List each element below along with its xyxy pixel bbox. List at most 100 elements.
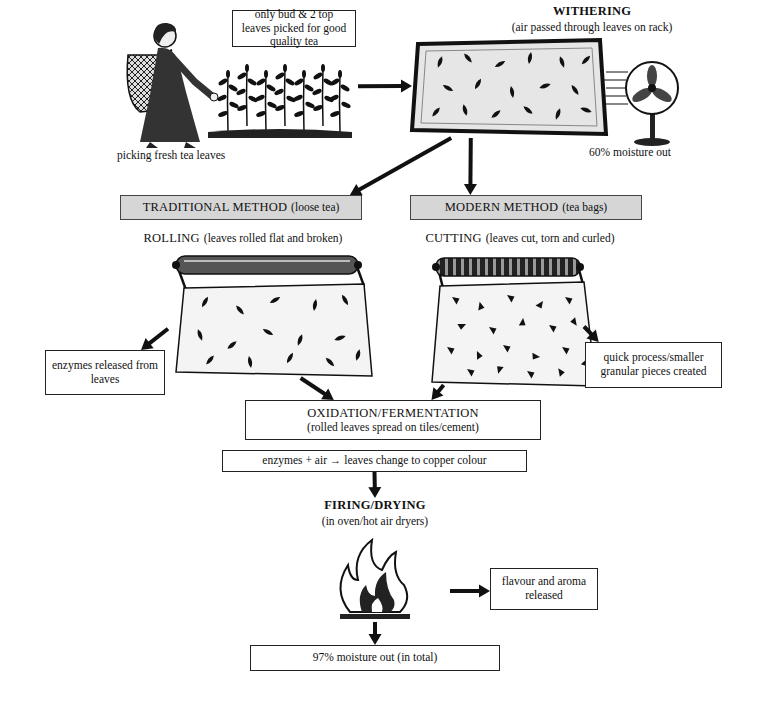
- rolling-machine: [269, 295, 281, 304]
- node-text: enzymes released from leaves: [52, 359, 158, 387]
- tea-picker-figure: [175, 60, 212, 96]
- stage-heading: ROLLING (leaves rolled flat and broken): [118, 231, 368, 247]
- fire-symbol: [340, 540, 410, 619]
- note-box: enzymes released from leaves: [45, 350, 165, 395]
- withering-rack: [421, 48, 597, 126]
- tea-bushes: [235, 64, 258, 126]
- rolling-machine: [296, 334, 304, 347]
- withering-rack: [462, 104, 469, 117]
- withering-rack: [527, 52, 533, 65]
- rolling-machine: [324, 356, 335, 367]
- cutting-machine: [530, 351, 540, 361]
- cutting-machine: [507, 295, 515, 303]
- tea-picker-figure: [154, 23, 176, 44]
- arrow-shaft: [584, 327, 593, 336]
- node-subtext: (leaves cut, torn and curled): [486, 232, 615, 244]
- process-box: OXIDATION/FERMENTATION(rolled leaves spr…: [245, 400, 541, 440]
- cutting-machine: [549, 325, 557, 333]
- node-text: enzymes + air → leaves change to copper …: [262, 454, 486, 468]
- stage-illustration: FIRING/DRYING(in oven/hot air dryers): [300, 498, 450, 622]
- withering-rack: [463, 52, 474, 64]
- arrow-shaft: [373, 622, 377, 636]
- node-subtext: (loose tea): [291, 201, 339, 215]
- rolling-machine: [176, 284, 372, 376]
- rolling-machine: [172, 256, 372, 376]
- arrow-head: [401, 80, 412, 93]
- rolling-machine: [340, 294, 349, 306]
- node-subtext: (in oven/hot air dryers): [290, 514, 460, 528]
- flow-arrow: [431, 385, 443, 400]
- node-text: WITHERING: [502, 4, 682, 20]
- arrow-shaft: [373, 472, 377, 489]
- node-text: MODERN METHOD: [445, 200, 558, 215]
- arrow-shaft: [301, 378, 327, 395]
- tea-bushes: [328, 70, 351, 132]
- withering-rack: [539, 82, 552, 90]
- withering-rack: [412, 40, 606, 134]
- node-text: FIRING/DRYING: [290, 498, 460, 514]
- tea-picker-figure: [146, 142, 196, 148]
- rolling-machine: [355, 349, 362, 362]
- rolling-machine: [247, 356, 253, 369]
- withering-rack: [494, 59, 506, 68]
- tea-bushes: [208, 64, 352, 138]
- withering-rack: [490, 109, 502, 120]
- cutting-machine: [432, 282, 596, 386]
- electric-fan: [626, 62, 678, 114]
- flow-arrow: [350, 138, 451, 195]
- fire-symbol: [340, 540, 407, 612]
- node-text: OXIDATION/FERMENTATION: [307, 406, 478, 421]
- node-text: 97% moisture out (in total): [313, 651, 438, 665]
- cutting-machine: [536, 301, 544, 309]
- cutting-machine: [517, 318, 527, 328]
- withering-rack: [522, 105, 534, 116]
- rolling-machine: [285, 352, 294, 364]
- stage-illustration: CUTTING(leaves cut, torn and curled): [428, 255, 584, 385]
- note-box: flavour and aroma released: [490, 568, 598, 610]
- node-subtext: (tea bags): [562, 201, 607, 215]
- arrow-head: [464, 184, 477, 195]
- cutting-machine: [496, 364, 506, 374]
- node-subtext: (air passed through leaves on rack): [502, 20, 682, 34]
- rolling-machine: [235, 304, 246, 316]
- process-box: enzymes + air → leaves change to copper …: [222, 450, 527, 472]
- arrow-head: [141, 338, 154, 350]
- cutting-machine: [456, 320, 466, 330]
- tea-picker-figure: [140, 48, 200, 142]
- rolling-machine: [176, 256, 358, 274]
- rolling-machine: [312, 299, 318, 312]
- withering-rack: [580, 106, 593, 114]
- withering-rack: [436, 56, 444, 69]
- withering-rack: [431, 106, 442, 118]
- withering-rack: [558, 56, 566, 69]
- node-subtext: (leaves rolled flat and broken): [204, 232, 343, 244]
- electric-fan: [604, 72, 628, 104]
- tea-bushes: [273, 64, 296, 126]
- arrow-head: [368, 487, 381, 498]
- flow-arrow: [464, 138, 477, 195]
- arrow-shaft: [358, 138, 451, 191]
- electric-fan: [634, 138, 670, 146]
- flow-arrow: [141, 329, 168, 350]
- node-text: ROLLING: [144, 231, 200, 245]
- cutting-machine: [489, 327, 497, 335]
- stage-illustration: ROLLING(leaves rolled flat and broken): [168, 255, 372, 378]
- cutting-machine: [452, 297, 460, 305]
- tea-bushes: [208, 129, 352, 138]
- stage-illustration: picking fresh tea leaves: [112, 60, 358, 165]
- rolling-machine: [196, 329, 204, 342]
- withering-rack: [580, 54, 591, 65]
- electric-fan: [650, 112, 655, 140]
- cutting-machine: [565, 297, 573, 305]
- rolling-machine: [226, 340, 238, 351]
- withering-rack: [509, 86, 515, 99]
- flow-arrow: [450, 585, 490, 598]
- arrow-head: [586, 330, 598, 342]
- arrow-head: [479, 585, 490, 598]
- rolling-machine: [334, 334, 347, 342]
- arrow-head: [350, 184, 363, 195]
- node-text: quick process/smaller granular pieces cr…: [592, 351, 715, 379]
- withering-rack: [412, 40, 606, 134]
- arrow-shaft: [358, 84, 403, 88]
- node-text: CUTTING: [426, 231, 482, 245]
